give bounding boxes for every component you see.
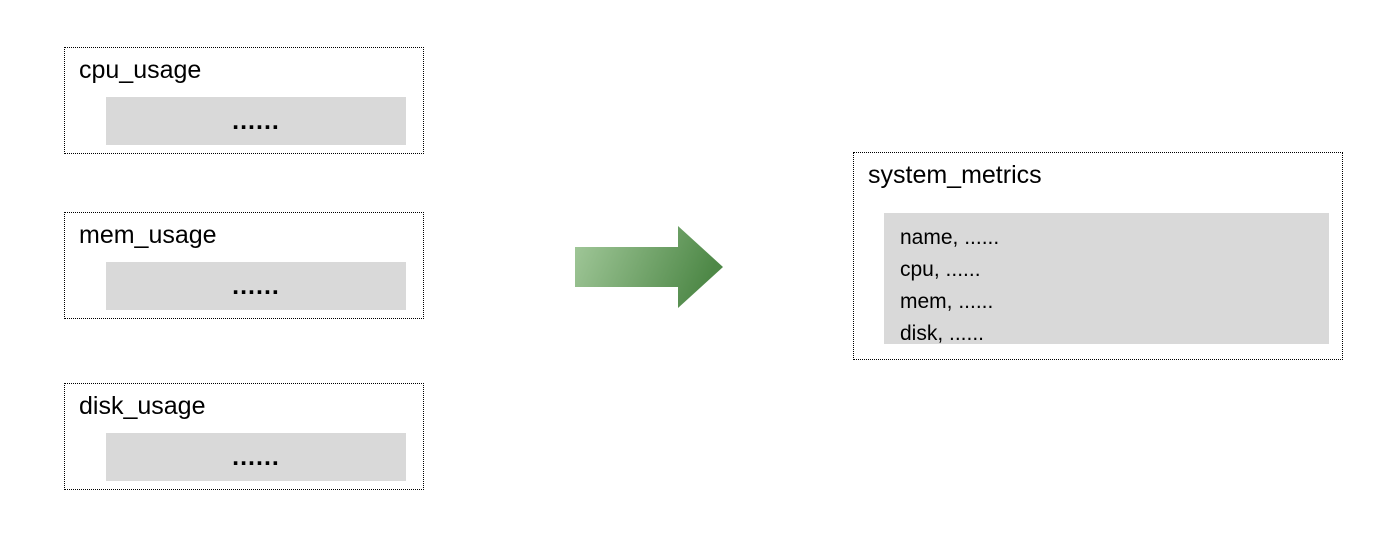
result-row-name: name, ......: [900, 226, 1000, 249]
ellipsis-placeholder: ......: [232, 442, 280, 471]
table-box-mem-usage: mem_usage ......: [64, 212, 424, 319]
table-title-cpu-usage: cpu_usage: [79, 56, 202, 84]
table-box-system-metrics: system_metrics name, ...... cpu, ...... …: [853, 152, 1343, 360]
table-body-system-metrics: name, ...... cpu, ...... mem, ...... dis…: [884, 213, 1329, 345]
result-row-cpu: cpu, ......: [900, 258, 981, 281]
table-body-mem-usage: ......: [106, 262, 406, 310]
right-arrow-icon: [575, 226, 723, 308]
result-row-disk: disk, ......: [900, 322, 985, 345]
table-body-cpu-usage: ......: [106, 97, 406, 145]
table-title-system-metrics: system_metrics: [868, 161, 1042, 189]
table-title-disk-usage: disk_usage: [79, 392, 206, 420]
table-box-disk-usage: disk_usage ......: [64, 383, 424, 490]
result-row-mem: mem, ......: [900, 290, 994, 313]
table-body-disk-usage: ......: [106, 433, 406, 481]
ellipsis-placeholder: ......: [232, 106, 280, 135]
table-box-cpu-usage: cpu_usage ......: [64, 47, 424, 154]
table-title-mem-usage: mem_usage: [79, 221, 217, 249]
ellipsis-placeholder: ......: [232, 271, 280, 300]
